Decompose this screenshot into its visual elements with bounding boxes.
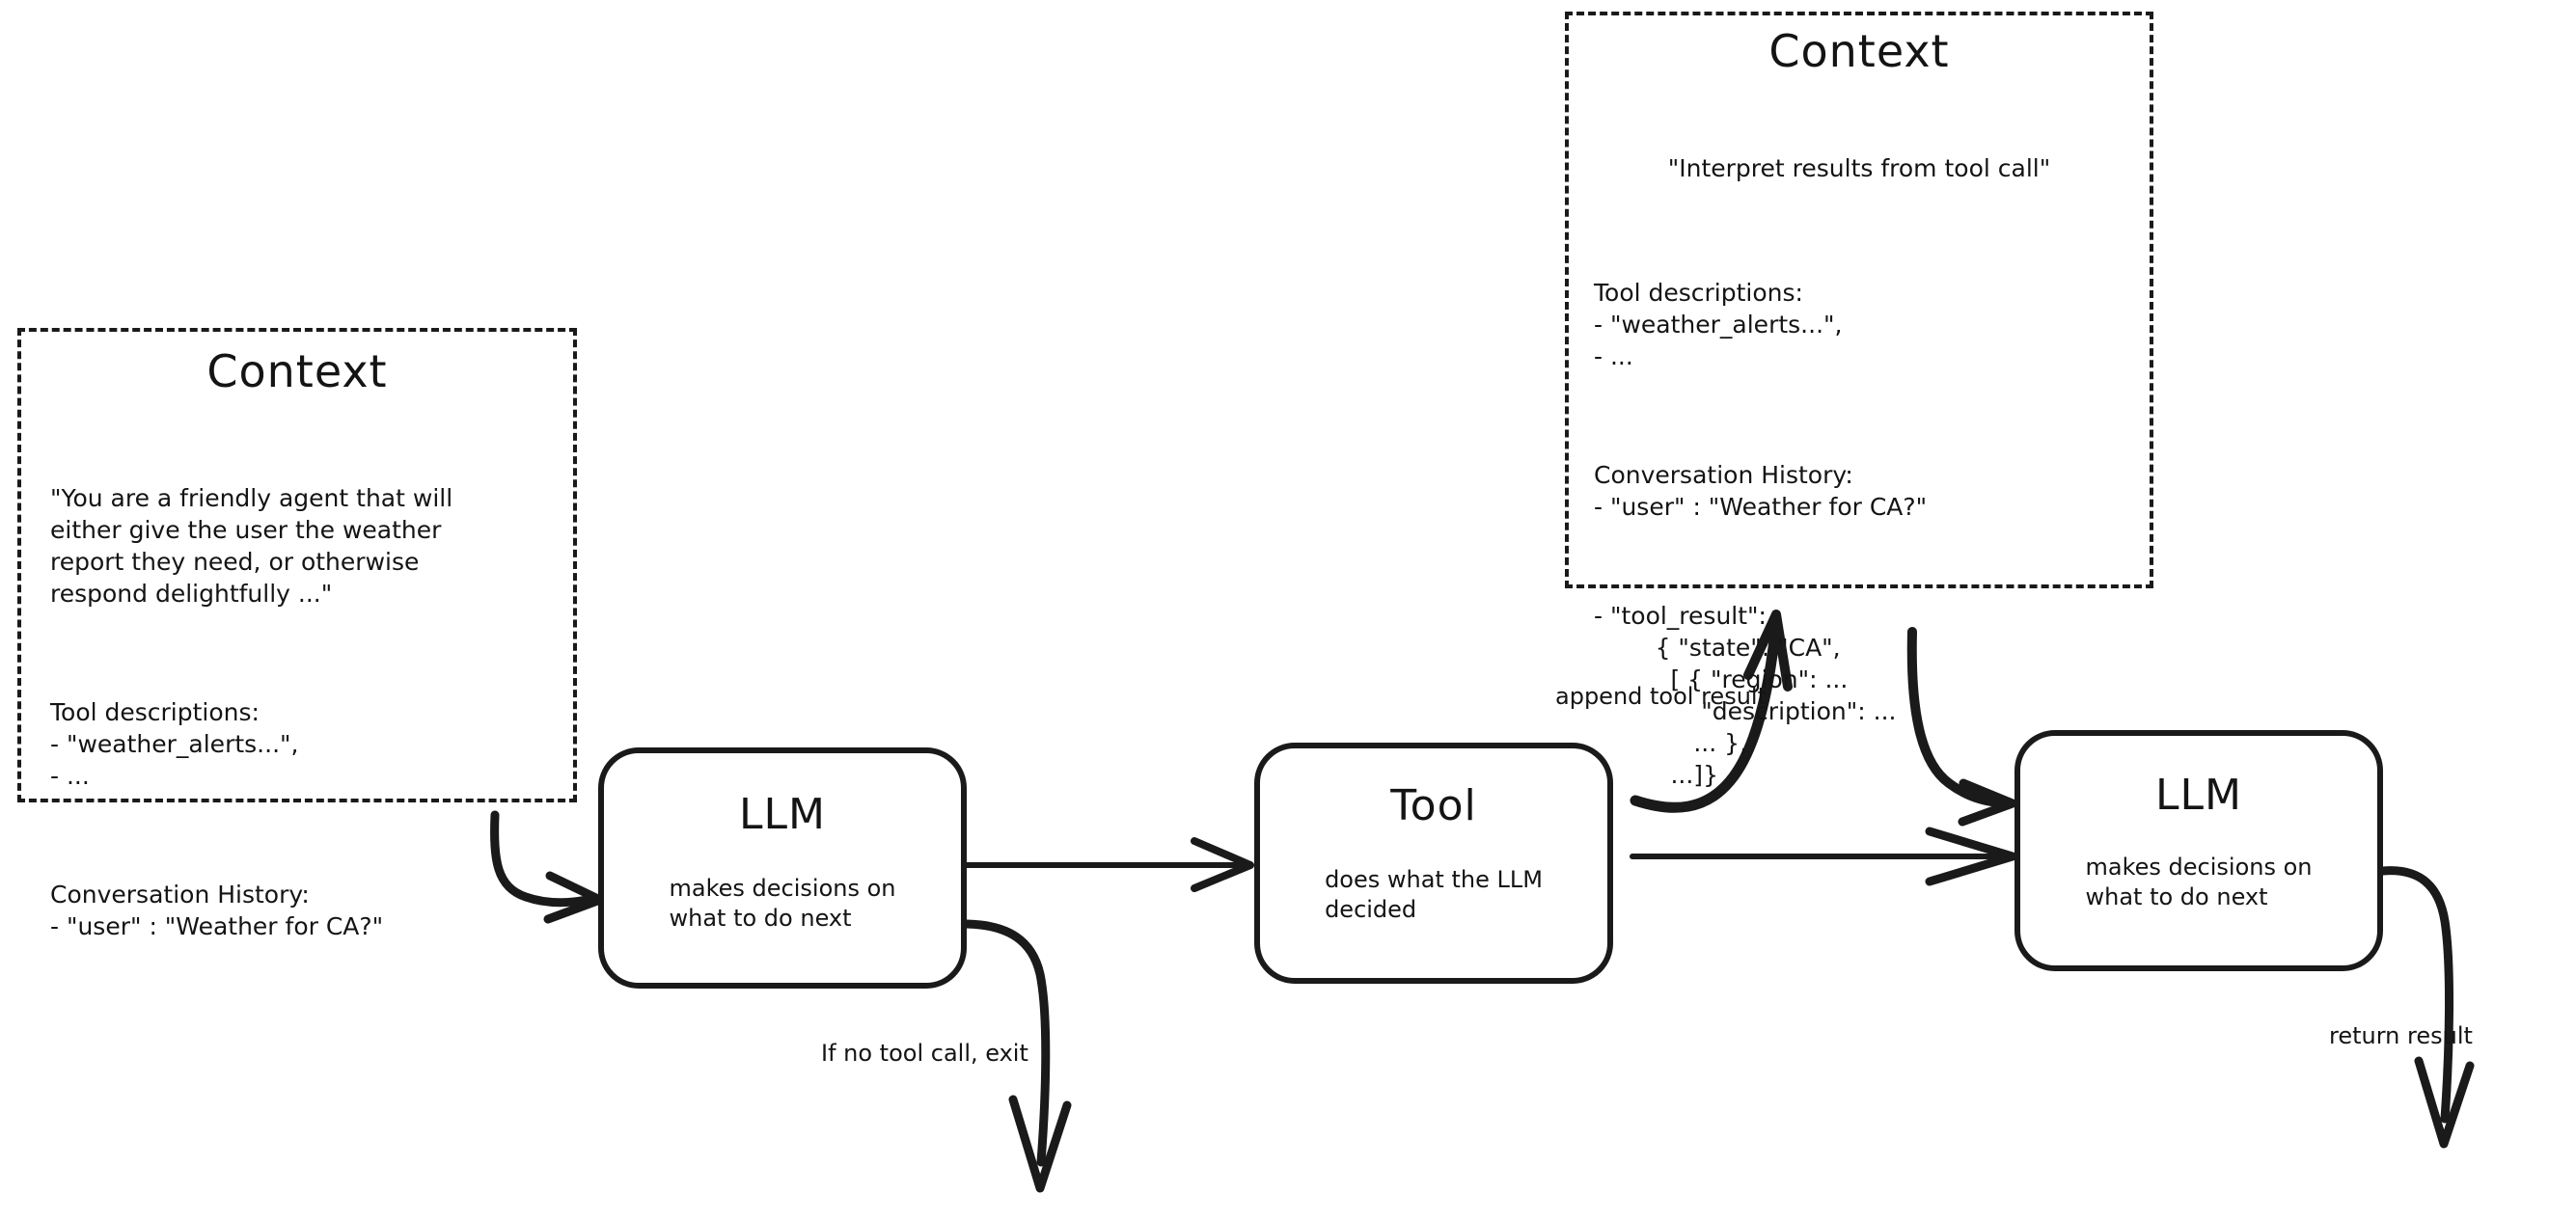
context-left-conversation-history: Conversation History: - "user" : "Weathe… — [50, 881, 384, 940]
context-right-system-prompt: "Interpret results from tool call" — [1667, 154, 2051, 182]
context-left-body: "You are a friendly agent that will eith… — [50, 419, 544, 1006]
node-tool-subtitle: does what the LLM decided — [1325, 866, 1543, 924]
context-box-left: Context "You are a friendly agent that w… — [17, 328, 577, 940]
context-left-title: Context — [206, 345, 388, 397]
context-right-title: Context — [1768, 25, 1950, 77]
node-llm-2-title: LLM — [2155, 771, 2242, 820]
node-tool[interactable]: Tool does what the LLM decided — [1254, 743, 1613, 984]
edge-label-append-tool-result: append tool result — [1555, 683, 1767, 710]
context-box-right: Context "Interpret results from tool cal… — [1565, 12, 2153, 789]
context-right-body: "Interpret results from tool call" Tool … — [1594, 89, 2124, 855]
edge-label-if-no-tool-call-exit: If no tool call, exit — [821, 1040, 1028, 1067]
context-right-tool-result: - "tool_result": { "state": "CA", [ { "r… — [1594, 602, 1897, 789]
edge-llm2-return-result — [2378, 866, 2475, 1149]
edge-label-return-result: return result — [2329, 1022, 2473, 1049]
node-llm-2[interactable]: LLM makes decisions on what to do next — [2014, 730, 2383, 971]
context-right-tool-descriptions: Tool descriptions: - "weather_alerts..."… — [1594, 279, 1843, 370]
node-llm-1-title: LLM — [739, 790, 826, 839]
node-llm-1-subtitle: makes decisions on what to do next — [669, 875, 896, 933]
context-left-tool-descriptions: Tool descriptions: - "weather_alerts..."… — [50, 698, 299, 790]
edge-llm1-to-tool — [964, 837, 1254, 892]
context-right-conversation-history: Conversation History: - "user" : "Weathe… — [1594, 461, 1928, 521]
node-tool-title: Tool — [1390, 781, 1477, 830]
node-llm-2-subtitle: makes decisions on what to do next — [2085, 854, 2313, 911]
node-llm-1[interactable]: LLM makes decisions on what to do next — [598, 747, 967, 989]
context-left-system-prompt: "You are a friendly agent that will eith… — [50, 484, 453, 608]
